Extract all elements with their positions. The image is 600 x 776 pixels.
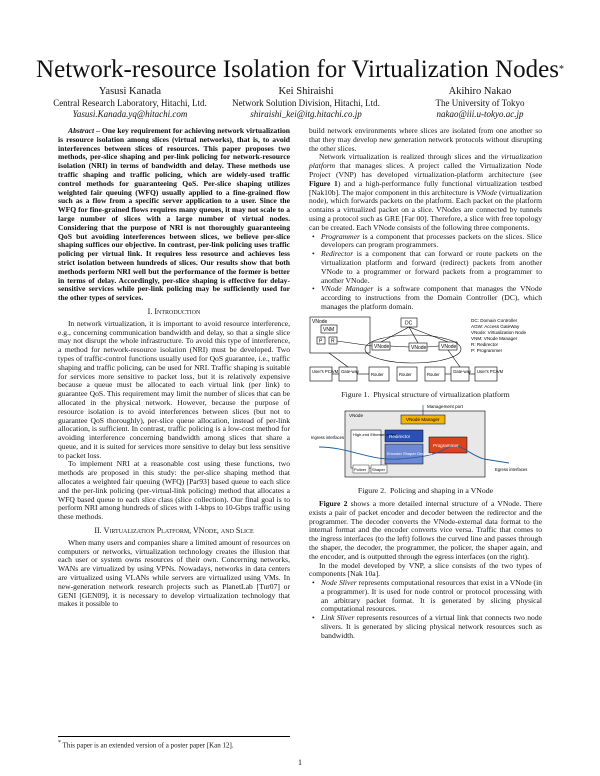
right-paragraph-1: build network environments where slices … [309, 126, 542, 153]
page-number: 1 [298, 758, 302, 767]
fig2-ingress-label: Ingress interfaces [311, 435, 344, 440]
section-2-heading: II. Virtualization Platform, VNode, and … [94, 526, 254, 536]
component-list: Programmer is a component that processes… [309, 232, 542, 312]
fig1-vnode-label: VNode [374, 344, 390, 350]
list-item: Link Sliver represents resources of a vi… [312, 613, 542, 640]
fig2-encdec-label: Encoder Shaper Decoder [387, 451, 433, 456]
right-column: build network environments where slices … [309, 126, 542, 641]
fig2-egress-label: Egress interfaces [495, 467, 527, 472]
figure-2-caption: Figure 2. Policing and shaping in a VNod… [357, 486, 494, 496]
fig1-user-pc-label: User's PC/VM [312, 369, 339, 374]
fig1-user-pc-label: User's PC/VM [477, 369, 504, 374]
fig2-shaper-label: Shaper [372, 467, 386, 472]
fig1-legend-line: DC: Domain Controller [471, 318, 518, 323]
redirector-box [384, 430, 424, 443]
fig2-vnode-label: VNode [349, 413, 363, 418]
fig2-vnm-label: VNode Manager [406, 417, 440, 422]
fig2-policer-label: Policer [354, 467, 367, 472]
fig1-legend-line: VNM: VNode Manager [471, 336, 518, 341]
list-item: Redirector is a component that can forwa… [312, 249, 542, 285]
paper-title: Network-resource Isolation for Virtualiz… [36, 56, 564, 83]
vnode-box-left [309, 316, 371, 354]
section-1-heading: I. Introduction [147, 306, 201, 316]
fig1-vnode-label: VNode [441, 344, 457, 350]
figure-1-caption: Figure 1. Physical structure of virtuali… [341, 389, 510, 399]
programmer-box [428, 437, 468, 454]
list-item: Programmer is a component that processes… [312, 232, 542, 251]
fig1-dc-label: DC [405, 320, 413, 326]
fig2-ether-label: High-end Ethernet switch [353, 432, 398, 437]
fig1-legend-line: AGW: Access GateWay [471, 324, 520, 329]
fig1-vnode-label: VNode [411, 345, 427, 351]
left-column: Abstract – One key requirement for achie… [58, 126, 290, 609]
right-paragraph-2: Network virtualization is realized throu… [309, 152, 542, 232]
traffic-path [318, 445, 510, 464]
figure-2: Management port VNode VNode Manager High… [309, 403, 542, 496]
abstract: Abstract – One key requirement for achie… [58, 126, 290, 303]
slice-component-list: Node Sliver represents computational res… [309, 578, 542, 641]
intro-paragraph-2: To implement NRI at a reasonable cost us… [58, 459, 290, 522]
list-item: VNode Manager is a software component th… [312, 284, 542, 311]
fig1-vnm-label: VNM [323, 327, 334, 333]
router-2 [396, 366, 418, 382]
fig1-vnode-label: VNode [312, 319, 328, 325]
fig1-legend-line: R: Redirector [471, 342, 499, 347]
fig2-redirector-label: Redirector [389, 434, 411, 439]
right-paragraph-3: Figure 2 shows a more detailed internal … [309, 498, 542, 561]
intro-paragraph-1: In network virtualization, it is importa… [58, 318, 290, 460]
fig2-mgmt-label: Management port [427, 404, 464, 409]
list-item: Node Sliver represents computational res… [312, 578, 542, 614]
fig1-router-label: Router [371, 372, 384, 377]
fig1-r-label: R [331, 338, 335, 344]
fig1-legend-line: P: Programmer [471, 348, 503, 353]
footnote: * This paper is an extended version of a… [58, 736, 290, 749]
author-2: Kei Shiraishi Network Solution Division,… [232, 86, 380, 119]
vnm-box [320, 324, 338, 334]
policer-box [352, 465, 370, 474]
fig1-gateway-label: Gate-way [453, 369, 472, 374]
network-cloud [364, 334, 462, 364]
section-2-paragraph-1: When many users and companies share a li… [58, 537, 290, 609]
shaper-box [370, 465, 388, 474]
fig1-router-label: Router [399, 372, 412, 377]
programmer-box [316, 336, 326, 345]
fig1-legend-line: VNode: Virtualization Node [471, 330, 527, 335]
author-1: Yasusi Kanada Central Research Laborator… [53, 86, 207, 119]
figure-2-diagram: Management port VNode VNode Manager High… [311, 404, 527, 478]
fig1-p-label: P [319, 338, 323, 344]
redirector-box [328, 336, 338, 345]
right-paragraph-4: In the model developed by VNP, a slice c… [309, 560, 542, 579]
fig1-router-label: Router [427, 372, 440, 377]
fig2-programmer-label: Programmer [433, 443, 459, 448]
author-3: Akihiro Nakao The University of Tokyo na… [435, 86, 525, 119]
figure-1: VNode VNM P R DC VNode VNode VNode User'… [309, 315, 542, 400]
fig1-gateway-label: Gate-way [341, 369, 360, 374]
figure-1-diagram: VNode VNM P R DC VNode VNode VNode User'… [309, 316, 527, 382]
